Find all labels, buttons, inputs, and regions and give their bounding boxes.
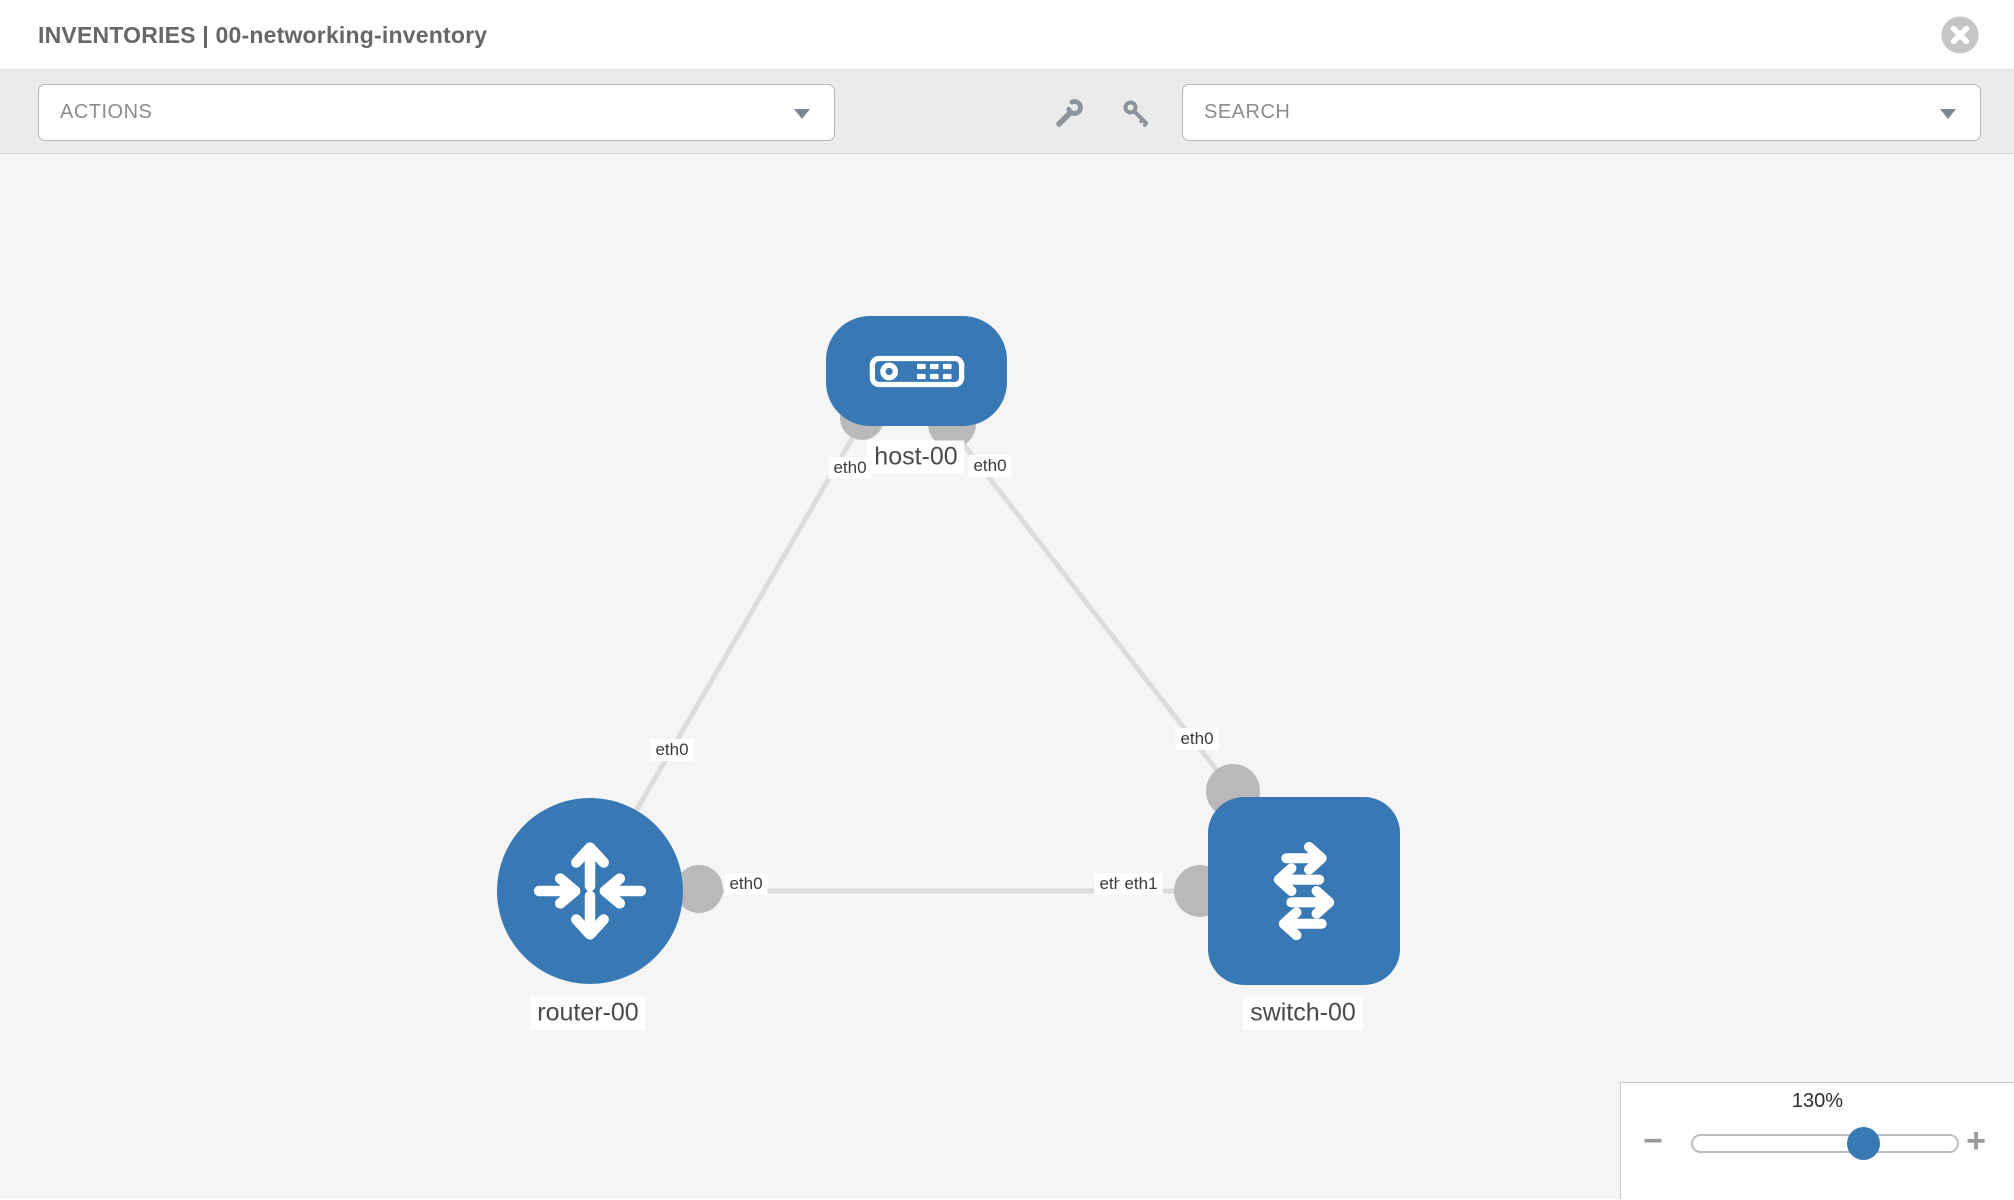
window-header: INVENTORIES | 00-networking-inventory: [0, 0, 2014, 70]
zoom-slider-knob[interactable]: [1847, 1127, 1880, 1160]
node-switch-00[interactable]: [1208, 797, 1400, 985]
zoom-in-button[interactable]: +: [1966, 1122, 1986, 1160]
key-button[interactable]: [1119, 97, 1153, 131]
chevron-down-icon: [1940, 109, 1956, 119]
zoom-level: 130%: [1791, 1090, 1844, 1112]
node-label-switch: switch-00: [1243, 996, 1363, 1030]
page-title: INVENTORIES | 00-networking-inventory: [38, 22, 488, 48]
router-icon: [533, 842, 647, 940]
interface-label: eth1: [1119, 873, 1163, 895]
toolbar: ACTIONS SEARCH: [0, 70, 2014, 154]
close-button[interactable]: [1941, 16, 1979, 54]
key-icon: [1123, 100, 1149, 127]
tools-button[interactable]: [1052, 97, 1086, 131]
node-label-router: router-00: [530, 996, 646, 1030]
node-host-00[interactable]: [826, 316, 1007, 426]
actions-dropdown[interactable]: ACTIONS: [38, 84, 835, 141]
port-circle-router: [675, 865, 723, 913]
node-label-host: host-00: [867, 440, 965, 474]
zoom-slider-track[interactable]: [1691, 1134, 1959, 1153]
interface-label: eth0: [968, 455, 1012, 477]
node-router-00[interactable]: [497, 798, 683, 984]
topology-links: [633, 396, 1260, 917]
chevron-down-icon: [794, 109, 810, 119]
interface-label: eth0: [724, 873, 768, 895]
close-icon: [1941, 16, 1979, 54]
zoom-panel: 130% − +: [1620, 1082, 2014, 1199]
interface-label: eth0: [828, 457, 872, 479]
switch-icon: [1273, 841, 1335, 941]
host-icon: [869, 355, 964, 387]
interface-label: eth0: [650, 739, 694, 761]
topology-canvas[interactable]: host-00 router-00 switch-00 eth0 eth0 et…: [0, 154, 2014, 1199]
interface-label: eth0: [1175, 728, 1219, 750]
search-dropdown-label: SEARCH: [1204, 101, 1291, 123]
zoom-out-button[interactable]: −: [1643, 1122, 1663, 1160]
wrench-icon: [1056, 99, 1083, 127]
actions-dropdown-label: ACTIONS: [60, 101, 153, 123]
search-dropdown[interactable]: SEARCH: [1182, 84, 1981, 141]
